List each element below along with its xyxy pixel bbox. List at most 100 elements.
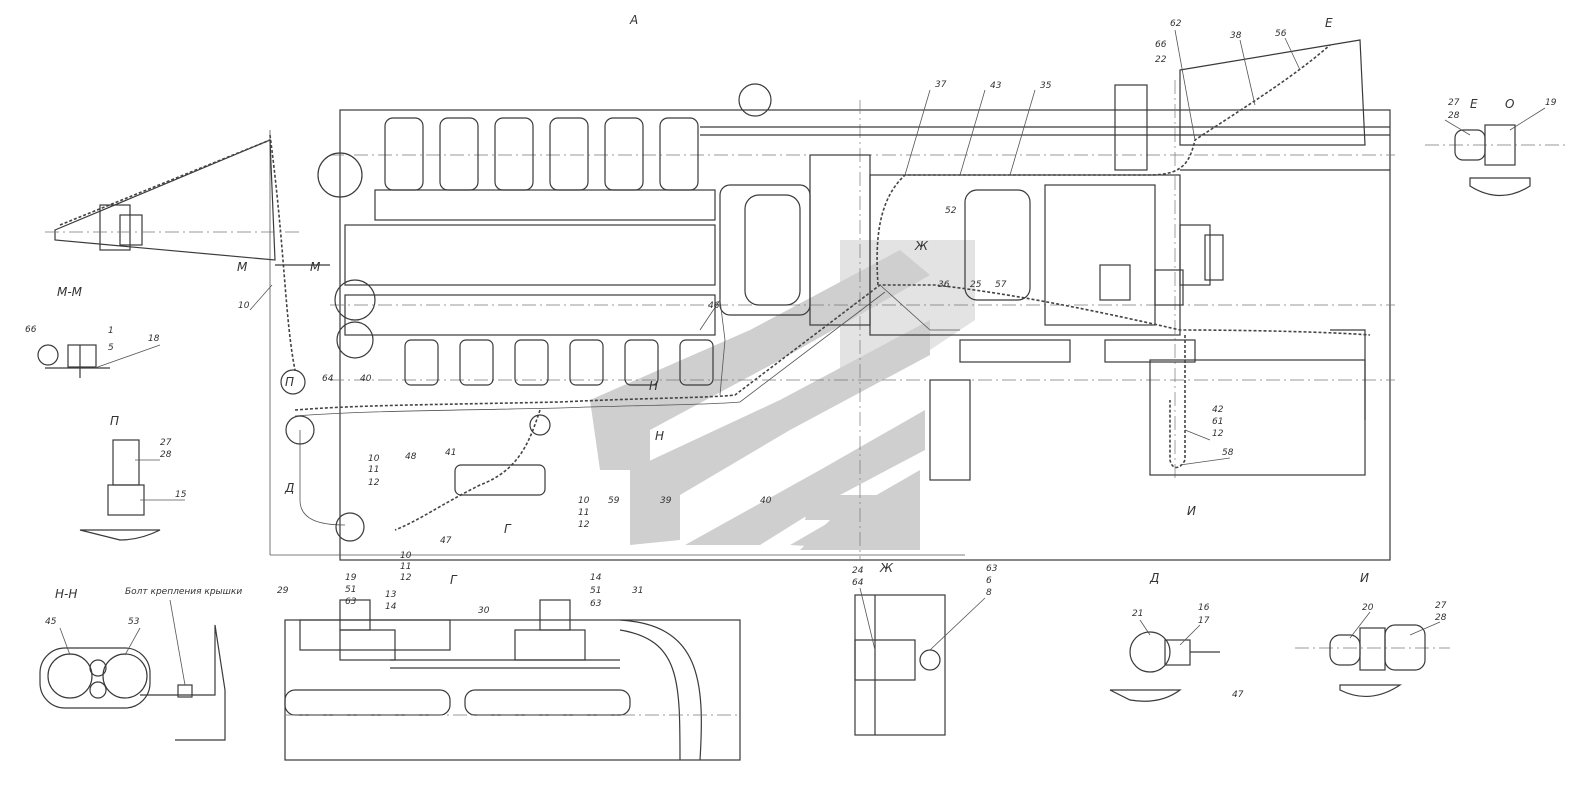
watermark-logo bbox=[590, 240, 975, 550]
callout: 18 bbox=[148, 334, 160, 344]
callout: 16 bbox=[1198, 603, 1210, 613]
callout: 64 bbox=[852, 578, 864, 588]
callout: 36 bbox=[938, 280, 950, 290]
view-label-a: А bbox=[629, 13, 638, 27]
section-mark-zh: Ж bbox=[914, 239, 929, 253]
callout: 51 bbox=[590, 586, 601, 596]
callout: 27 bbox=[160, 438, 172, 448]
detail-n bbox=[39, 624, 226, 741]
view-label-p: П bbox=[110, 414, 119, 428]
detail-p bbox=[79, 439, 161, 541]
callout: 11 bbox=[368, 465, 379, 475]
callout: 29 bbox=[277, 586, 289, 596]
view-label-mm: М-М bbox=[57, 285, 83, 299]
callout-numbers: 37 43 35 62 66 22 38 56 52 36 25 57 46 6… bbox=[25, 19, 1557, 700]
view-label-d: Д bbox=[1149, 571, 1159, 585]
callout: 25 bbox=[970, 280, 982, 290]
callout: 19 bbox=[1545, 98, 1557, 108]
callout: 37 bbox=[935, 80, 947, 90]
callout: 31 bbox=[632, 586, 643, 596]
section-mark-i: И bbox=[1187, 504, 1196, 518]
callout: 5 bbox=[108, 343, 114, 353]
callout: 66 bbox=[1155, 40, 1167, 50]
wiring-harness bbox=[269, 44, 1371, 542]
callout: 27 bbox=[1435, 601, 1447, 611]
detail-zh bbox=[854, 594, 946, 736]
callout: 11 bbox=[400, 562, 411, 572]
cylinder-heads-upper bbox=[344, 117, 716, 286]
bolt-note: Болт крепления крышки bbox=[125, 587, 242, 597]
callout: 64 bbox=[322, 374, 334, 384]
callout: 20 bbox=[1362, 603, 1374, 613]
cylinder-heads-lower bbox=[344, 294, 716, 386]
callout: 45 bbox=[45, 617, 57, 627]
callout: 14 bbox=[385, 602, 397, 612]
callout: 52 bbox=[945, 206, 957, 216]
callout: 35 bbox=[1040, 81, 1052, 91]
detail-g bbox=[284, 599, 741, 761]
section-mark-n-top: Н bbox=[649, 379, 658, 393]
view-label-zh: Ж bbox=[879, 561, 894, 575]
callout: 15 bbox=[175, 490, 187, 500]
engine-block-view bbox=[269, 39, 1395, 561]
callout: 47 bbox=[1232, 690, 1244, 700]
callout: 56 bbox=[1275, 29, 1287, 39]
callout: 8 bbox=[986, 588, 992, 598]
callout: 58 bbox=[1222, 448, 1234, 458]
callout: 38 bbox=[1230, 31, 1242, 41]
callout: 22 bbox=[1155, 55, 1167, 65]
callout: 28 bbox=[1435, 613, 1447, 623]
view-label-g: Г bbox=[450, 573, 458, 587]
section-mark-d: Д bbox=[284, 481, 294, 495]
callout: 24 bbox=[852, 566, 864, 576]
callout: 48 bbox=[405, 452, 417, 462]
callout: 28 bbox=[1448, 111, 1460, 121]
callout: 11 bbox=[578, 508, 589, 518]
callout: 12 bbox=[400, 573, 412, 583]
view-labels: А Е Е О М-М П Н-Н Г Ж Д И Болт крепления… bbox=[55, 13, 1514, 601]
callout: 62 bbox=[1170, 19, 1182, 29]
callout: 42 bbox=[1212, 405, 1224, 415]
callout: 61 bbox=[1212, 417, 1223, 427]
view-label-i: И bbox=[1360, 571, 1369, 585]
detail-m-wedge bbox=[45, 139, 330, 266]
callout: 19 bbox=[345, 573, 357, 583]
callout: 14 bbox=[590, 573, 602, 583]
detail-m-small bbox=[37, 344, 110, 378]
callout: 12 bbox=[368, 478, 380, 488]
callout: 59 bbox=[608, 496, 620, 506]
callout: 40 bbox=[760, 496, 772, 506]
callout: 10 bbox=[368, 454, 380, 464]
callout: 27 bbox=[1448, 98, 1460, 108]
callout: 57 bbox=[995, 280, 1007, 290]
callout: 10 bbox=[400, 551, 412, 561]
section-mark-m-right: М bbox=[310, 260, 321, 274]
detail-d bbox=[1109, 631, 1220, 702]
callout: 66 bbox=[25, 325, 37, 335]
callout: 6 bbox=[986, 576, 992, 586]
callout: 39 bbox=[660, 496, 672, 506]
callout: 12 bbox=[1212, 429, 1224, 439]
view-label-e-top: Е bbox=[1325, 16, 1333, 30]
callout: 40 bbox=[360, 374, 372, 384]
section-mark-n-bottom: Н bbox=[655, 429, 664, 443]
section-mark-m-left: М bbox=[237, 260, 248, 274]
callout: 47 bbox=[440, 536, 452, 546]
detail-e bbox=[1425, 124, 1565, 196]
callout: 13 bbox=[385, 590, 397, 600]
leader-lines bbox=[59, 29, 1546, 686]
callout: 10 bbox=[238, 301, 250, 311]
callout: 28 bbox=[160, 450, 172, 460]
callout: 63 bbox=[590, 599, 602, 609]
callout: 41 bbox=[445, 448, 456, 458]
callout: 43 bbox=[990, 81, 1002, 91]
callout: 17 bbox=[1198, 616, 1210, 626]
view-label-e-extra: О bbox=[1505, 97, 1514, 111]
detail-i bbox=[1295, 624, 1450, 698]
callout: 63 bbox=[986, 564, 998, 574]
section-mark-p: П bbox=[285, 375, 294, 389]
callout: 21 bbox=[1132, 609, 1143, 619]
callout: 1 bbox=[108, 326, 114, 336]
callout: 10 bbox=[578, 496, 590, 506]
